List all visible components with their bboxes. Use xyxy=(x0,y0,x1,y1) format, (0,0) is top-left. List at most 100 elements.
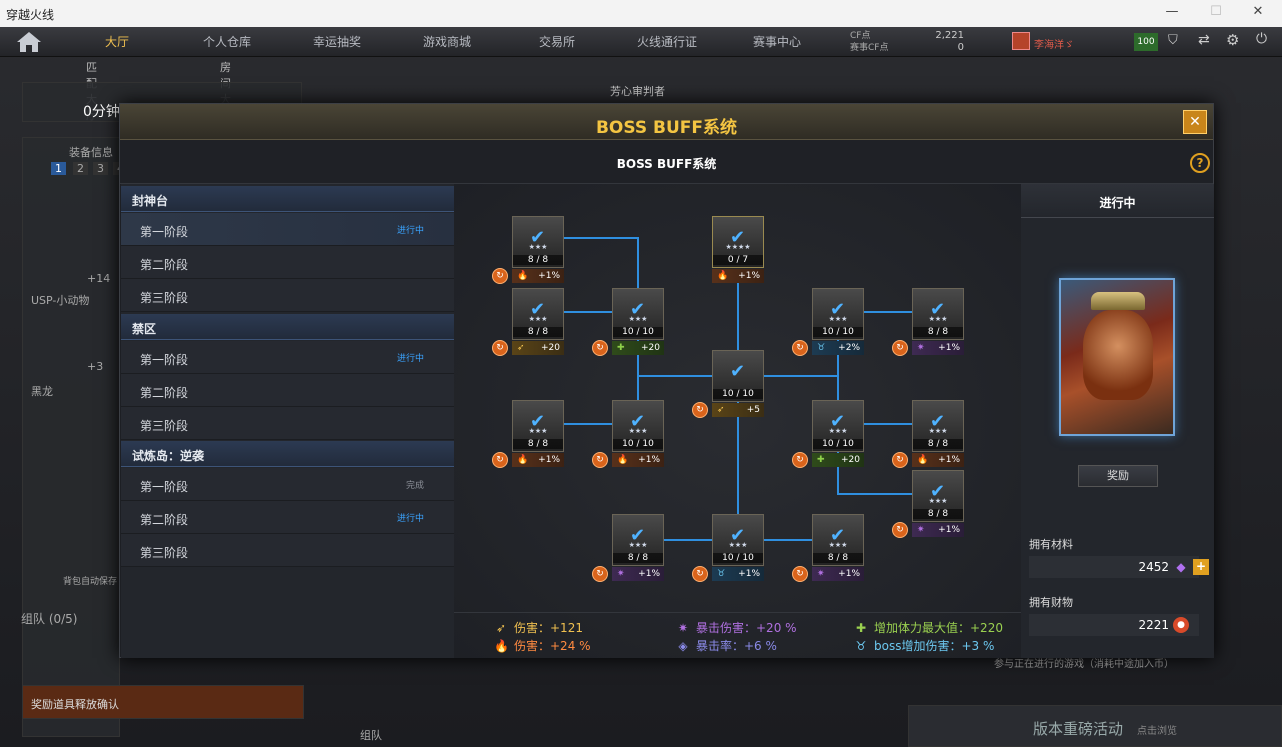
nav-lucky-draw[interactable]: 幸运抽奖 xyxy=(312,35,361,49)
buff-stats: ➶伤害：+121 🔥伤害：+24 % ✷暴击伤害：+20 % ◈暴击率：+6 %… xyxy=(454,612,1021,658)
bg-confirm-bar[interactable]: 奖励道具释放确认 xyxy=(22,685,304,719)
refresh-icon[interactable]: ↻ xyxy=(792,452,808,468)
buff-node[interactable]: ✔★★★10 / 10 xyxy=(812,288,864,340)
buff-node[interactable]: ✔★★★10 / 10 xyxy=(612,288,664,340)
swap-icon[interactable]: ⇄ xyxy=(1198,32,1210,48)
material-value: 2452 xyxy=(1138,560,1169,574)
status-badge: 进行中 xyxy=(396,354,424,364)
refresh-icon[interactable]: ↻ xyxy=(492,452,508,468)
bg-time-value: 0分钟 xyxy=(83,104,120,120)
bg-join-hint: 参与正在进行的游戏（消耗中途加入币） xyxy=(994,659,1174,670)
boss-buff-modal: BOSS BUFF系统 ✕ BOSS BUFF系统 ? 封神台 第一阶段进行中 … xyxy=(119,103,1214,658)
refresh-icon[interactable]: ↻ xyxy=(692,402,708,418)
refresh-icon[interactable]: ↻ xyxy=(492,340,508,356)
buff-bonus: ✚+20 xyxy=(812,453,864,467)
refresh-icon[interactable]: ↻ xyxy=(592,566,608,582)
bullet-icon: ➶ xyxy=(495,621,507,635)
check-icon: ✔ xyxy=(930,299,946,320)
minimize-icon[interactable]: — xyxy=(1165,4,1179,19)
username[interactable]: 李海洋ゞ xyxy=(1034,40,1074,51)
close-window-icon[interactable]: ✕ xyxy=(1252,4,1264,19)
refresh-icon[interactable]: ↻ xyxy=(692,566,708,582)
buff-bonus: 🔥+1% xyxy=(512,269,564,283)
power-icon[interactable]: ⏻ xyxy=(1256,31,1268,47)
check-icon: ✔ xyxy=(830,299,846,320)
close-button[interactable]: ✕ xyxy=(1183,110,1207,134)
stage-row[interactable]: 第三阶段 xyxy=(121,407,454,440)
buff-node[interactable]: ✔★★★8 / 8 xyxy=(512,216,564,268)
stage-row[interactable]: 第一阶段进行中 xyxy=(121,213,454,246)
material-label: 拥有材料 xyxy=(1029,538,1073,551)
buff-node[interactable]: ✔★★★8 / 8 xyxy=(912,470,964,522)
stage-row[interactable]: 第一阶段进行中 xyxy=(121,341,454,374)
refresh-icon[interactable]: ↻ xyxy=(592,340,608,356)
nav-exchange[interactable]: 交易所 xyxy=(538,35,575,49)
refresh-icon[interactable]: ↻ xyxy=(792,340,808,356)
buff-bonus: ♉+1% xyxy=(712,567,764,581)
buff-node[interactable]: ✔10 / 10 xyxy=(712,350,764,402)
stage-row[interactable]: 第二阶段 xyxy=(121,246,454,279)
bg-team-button[interactable]: 组队 xyxy=(360,729,382,742)
progress-status: 进行中 xyxy=(1021,184,1214,218)
coin-icon: ● xyxy=(1173,617,1189,633)
buff-node[interactable]: ✔★★★8 / 8 xyxy=(612,514,664,566)
health-plus-icon: ✚ xyxy=(855,621,867,635)
bg-version-event[interactable]: 版本重磅活动 点击浏览 xyxy=(908,705,1282,747)
check-icon: ✔ xyxy=(930,481,946,502)
wealth-label: 拥有财物 xyxy=(1029,596,1073,609)
buff-node[interactable]: ✔★★★★0 / 7 xyxy=(712,216,764,268)
stage-row[interactable]: 第三阶段 xyxy=(121,534,454,567)
status-badge: 进行中 xyxy=(396,514,424,524)
nav-shop[interactable]: 游戏商城 xyxy=(422,35,471,49)
crit-rate-icon: ◈ xyxy=(678,639,688,653)
group-header: 封神台 xyxy=(121,186,454,212)
stage-row[interactable]: 第三阶段 xyxy=(121,279,454,312)
nav-battle-pass[interactable]: 火线通行证 xyxy=(636,35,697,49)
help-icon[interactable]: ? xyxy=(1190,153,1210,173)
fire-icon: 🔥 xyxy=(917,455,929,465)
refresh-icon[interactable]: ↻ xyxy=(792,566,808,582)
buff-node[interactable]: ✔★★★8 / 8 xyxy=(812,514,864,566)
buff-bonus: 🔥+1% xyxy=(912,453,964,467)
refresh-icon[interactable]: ↻ xyxy=(892,522,908,538)
stage-row[interactable]: 第二阶段进行中 xyxy=(121,501,454,534)
home-icon[interactable] xyxy=(14,30,44,54)
buff-node[interactable]: ✔★★★10 / 10 xyxy=(712,514,764,566)
buff-node[interactable]: ✔★★★8 / 8 xyxy=(512,288,564,340)
buff-node[interactable]: ✔★★★8 / 8 xyxy=(912,400,964,452)
refresh-icon[interactable]: ↻ xyxy=(892,452,908,468)
boss-card-image[interactable] xyxy=(1059,278,1175,436)
stage-row[interactable]: 第二阶段 xyxy=(121,374,454,407)
window-title: 穿越火线 xyxy=(6,8,55,22)
nav-lobby[interactable]: 大厅 xyxy=(104,35,129,49)
check-icon: ✔ xyxy=(530,411,546,432)
shield-icon[interactable]: ⛉ xyxy=(1168,33,1178,48)
fire-icon: 🔥 xyxy=(494,639,509,653)
buff-bonus: 🔥+1% xyxy=(512,453,564,467)
buff-node[interactable]: ✔★★★10 / 10 xyxy=(812,400,864,452)
level-badge: 100 xyxy=(1134,33,1158,51)
buff-node[interactable]: ✔★★★8 / 8 xyxy=(912,288,964,340)
refresh-icon[interactable]: ↻ xyxy=(492,268,508,284)
check-icon: ✔ xyxy=(830,411,846,432)
group-header: 试炼岛：逆袭 xyxy=(121,441,454,467)
check-icon: ✔ xyxy=(530,227,546,248)
buff-node[interactable]: ✔★★★8 / 8 xyxy=(512,400,564,452)
gear-icon[interactable]: ⚙ xyxy=(1226,31,1240,49)
fire-icon: 🔥 xyxy=(517,455,529,465)
buff-node[interactable]: ✔★★★10 / 10 xyxy=(612,400,664,452)
bg-left-panel: 装备信息 1 2 3 4 +14 USP-小动物 +3 黑龙 背包自动保存 组队… xyxy=(21,137,128,737)
add-material-button[interactable]: + xyxy=(1193,559,1209,575)
maximize-icon[interactable]: ☐ xyxy=(1210,4,1222,19)
nav-events[interactable]: 赛事中心 xyxy=(752,35,801,49)
refresh-icon[interactable]: ↻ xyxy=(592,452,608,468)
fire-icon: 🔥 xyxy=(617,455,629,465)
reward-button[interactable]: 奖励 xyxy=(1078,465,1158,487)
bg-hero-name: 芳心审判者 xyxy=(610,85,665,98)
wealth-box: 2221 ● xyxy=(1029,614,1199,636)
stage-row[interactable]: 第一阶段完成 xyxy=(121,468,454,501)
bullet-icon: ➶ xyxy=(717,405,725,415)
refresh-icon[interactable]: ↻ xyxy=(892,340,908,356)
crit-icon: ✷ xyxy=(677,621,689,635)
nav-warehouse[interactable]: 个人仓库 xyxy=(202,35,251,49)
